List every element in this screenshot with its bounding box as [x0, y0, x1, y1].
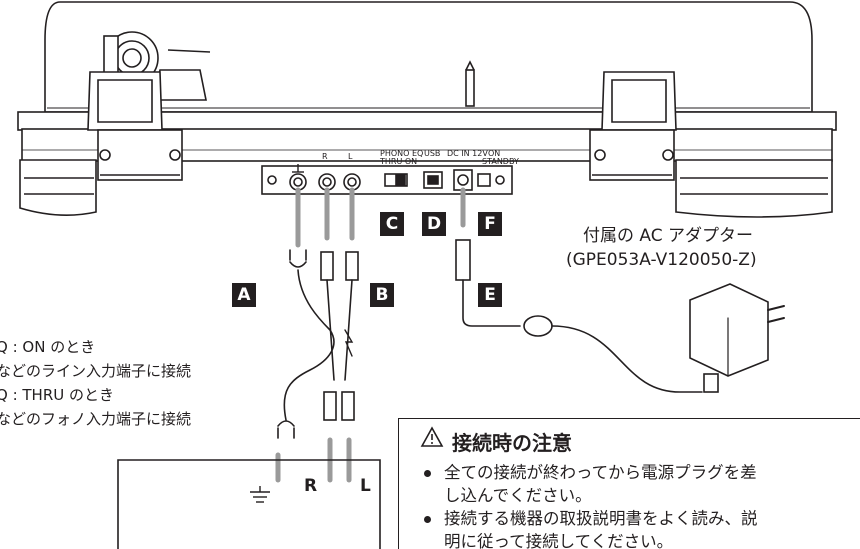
- caution-box: [398, 418, 860, 549]
- badge-f: F: [478, 212, 502, 236]
- badge-a: A: [232, 283, 256, 307]
- dc-in-label: DC IN 12V: [447, 149, 488, 158]
- phono-eq-options: THRU ON: [380, 157, 418, 166]
- hinge-right: [601, 71, 677, 131]
- adapter-note-line1: 付属の AC アダプター: [583, 226, 754, 246]
- bullet-1: [424, 470, 431, 477]
- badge-c: C: [380, 212, 404, 236]
- power-standby-label: STANDBY: [482, 157, 519, 166]
- amp-r-label: R: [304, 476, 318, 496]
- lch-mark: L: [348, 152, 353, 161]
- amplifier-body: [117, 459, 381, 549]
- phono-eq-title: PHONO EQ: [380, 149, 424, 158]
- power-on-label: ON: [488, 149, 501, 158]
- caution-item-1-line1: 全ての接続が終わってから電源プラグを差: [444, 463, 757, 482]
- side-note-line2: などのライン入力端子に接続: [0, 362, 192, 380]
- rch-mark: R: [322, 152, 328, 161]
- side-note-line1: Q : ON のとき: [0, 338, 96, 356]
- side-note-line3: Q : THRU のとき: [0, 386, 115, 404]
- caution-title: 接続時の注意: [452, 431, 572, 455]
- amp-l-label: L: [360, 476, 371, 496]
- caution-item-1-line2: し込んでください。: [444, 486, 592, 505]
- side-note-line4: などのフォノ入力端子に接続: [0, 410, 192, 428]
- adapter-note-line2: (GPE053A-V120050-Z): [566, 250, 757, 270]
- badge-b: B: [370, 283, 394, 307]
- caution-item-2-line2: 明に従って接続してください。: [444, 532, 674, 549]
- caution-item-2-line1: 接続する機器の取扱説明書をよく読み、説: [444, 509, 758, 528]
- usb-label: USB: [424, 149, 441, 158]
- warning-icon: [420, 426, 444, 447]
- badge-d: D: [422, 212, 446, 236]
- badge-e: E: [478, 283, 502, 307]
- bullet-2: [424, 516, 431, 523]
